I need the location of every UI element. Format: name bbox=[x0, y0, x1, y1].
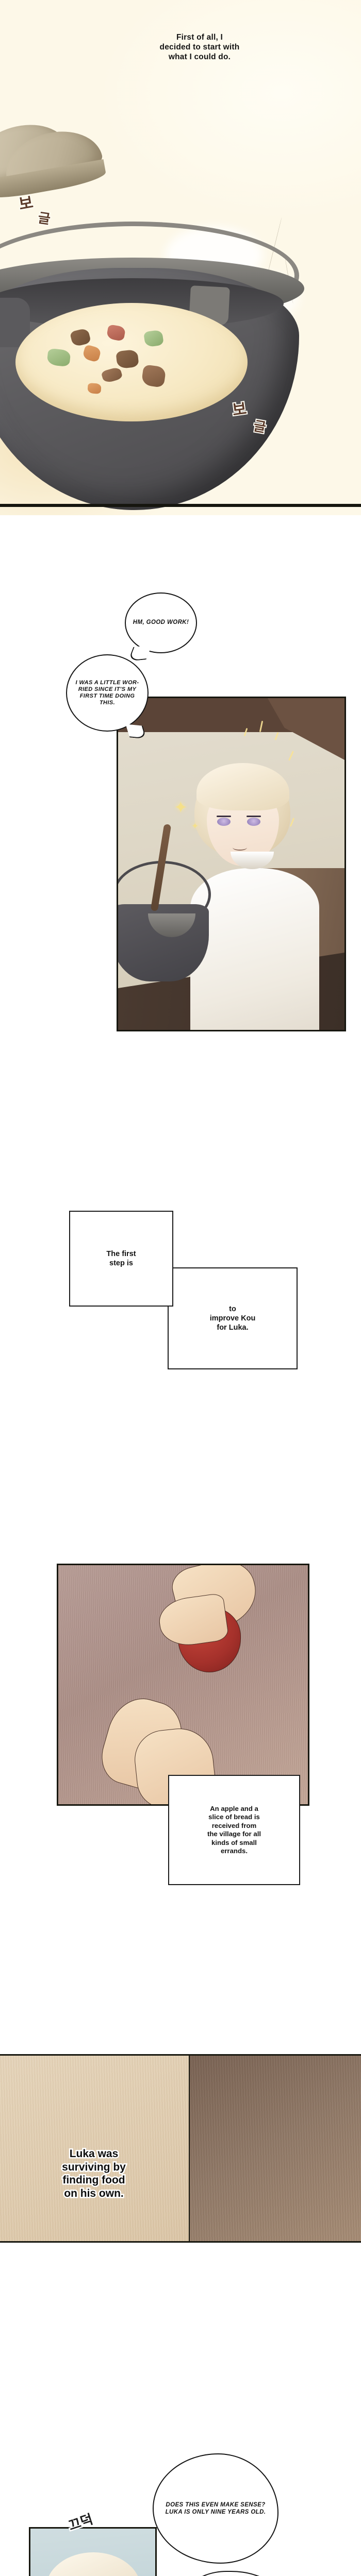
soup-chunk bbox=[116, 349, 139, 369]
adult-hand-fingers bbox=[156, 1592, 229, 1649]
soup-surface bbox=[15, 303, 248, 421]
soup-chunk bbox=[101, 366, 123, 384]
soup-chunk bbox=[46, 348, 71, 367]
apple-handoff-panel bbox=[57, 1564, 309, 1806]
light-ray bbox=[289, 818, 295, 827]
bubble-good-work: HM, GOOD WORK! bbox=[125, 592, 197, 653]
character-body bbox=[190, 868, 319, 1030]
soup-chunk bbox=[143, 329, 164, 348]
sparkle-icon: ✦ bbox=[191, 821, 199, 831]
character-eye bbox=[247, 818, 260, 826]
scene-half bbox=[189, 2056, 361, 2241]
soup-chunk bbox=[69, 328, 92, 347]
bubble-good-work-text: HM, GOOD WORK! bbox=[133, 619, 189, 626]
pot-handle bbox=[0, 222, 299, 330]
eyelash bbox=[217, 816, 231, 817]
caption-half bbox=[0, 2056, 189, 2241]
soup-chunk bbox=[87, 383, 102, 394]
character-bangs bbox=[196, 763, 289, 810]
character-bangs bbox=[46, 2552, 141, 2576]
small-bowl bbox=[231, 852, 274, 869]
sfx-boil-character: 글 bbox=[36, 209, 52, 228]
bubble-does-this-make-sense: DOES THIS EVEN MAKE SENSE? LUKA IS ONLY … bbox=[153, 2453, 278, 2564]
panel-bottom-edge bbox=[0, 504, 361, 507]
eyelash bbox=[247, 816, 261, 817]
character-eye bbox=[217, 818, 231, 826]
girl-upset-panel bbox=[29, 2527, 157, 2576]
soup-chunk bbox=[106, 324, 126, 342]
tasting-soup-panel: ✦ ✦ bbox=[117, 697, 346, 1031]
bubble-worried: I WAS A LITTLE WOR-RIED SINCE IT'S MY FI… bbox=[66, 654, 149, 732]
bubble-does-this-make-sense-text: DOES THIS EVEN MAKE SENSE? LUKA IS ONLY … bbox=[165, 2501, 266, 2515]
light-ray bbox=[288, 751, 294, 761]
character-mouth bbox=[233, 844, 247, 851]
light-ray bbox=[274, 732, 279, 741]
sparkle-icon: ✦ bbox=[174, 798, 188, 817]
bubble-feed-him-properly: THEY NEED TO FEED HIM PROPERLY! bbox=[170, 2571, 292, 2576]
soup-chunk bbox=[141, 364, 167, 388]
bubble-worried-text: I WAS A LITTLE WOR-RIED SINCE IT'S MY FI… bbox=[75, 679, 139, 706]
soup-chunk bbox=[81, 344, 102, 363]
